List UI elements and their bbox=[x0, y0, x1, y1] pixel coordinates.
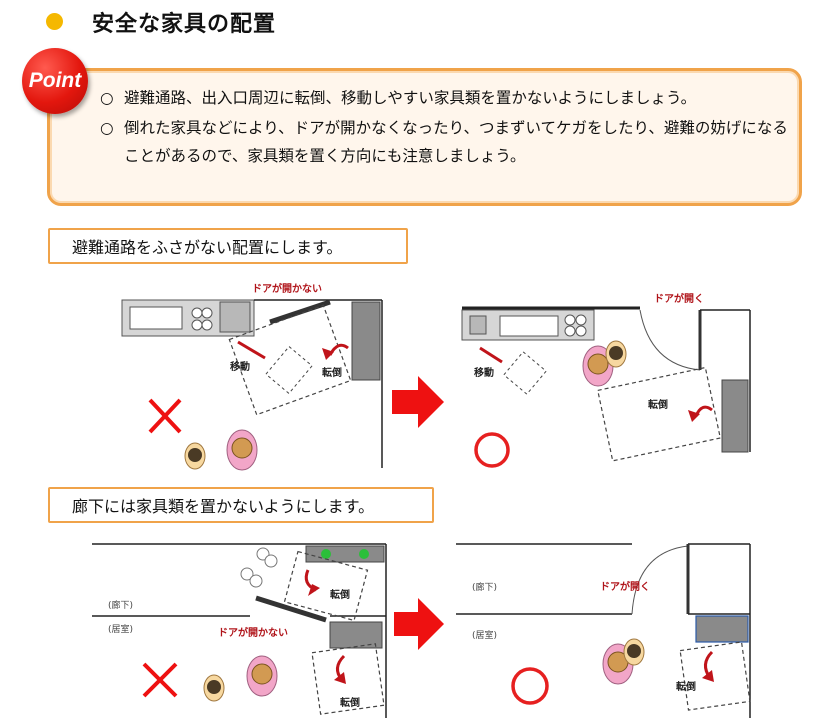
point-item: ○ 倒れた家具などにより、ドアが開かなくなったり、つまずいてケガをしたり、避難の妨… bbox=[100, 114, 790, 170]
good-layout-1: ドアが開く 移動 転倒 bbox=[461, 292, 751, 468]
circle-mark-icon: ○ bbox=[100, 119, 114, 137]
bad-layout-2: 転倒 転倒 (廊下) (居室) ドアが開かない bbox=[92, 543, 387, 718]
ok-circle-icon bbox=[511, 667, 549, 705]
room-label: (居室) bbox=[472, 629, 497, 641]
room-label: (居室) bbox=[108, 623, 133, 635]
ng-cross-icon bbox=[142, 662, 178, 698]
fallen-cabinet-outline bbox=[283, 550, 369, 622]
fall-label: 転倒 bbox=[322, 366, 342, 379]
section1-caption: 避難通路をふさがない配置にします。 bbox=[48, 228, 408, 264]
fallen-shelf-outline bbox=[597, 366, 722, 462]
fall-label: 転倒 bbox=[648, 398, 668, 411]
fall-label-bottom: 転倒 bbox=[340, 696, 360, 709]
move-arrow-icon bbox=[237, 340, 266, 360]
hallway-label: (廊下) bbox=[472, 581, 497, 593]
section1-illustration: ドアが開かない 移動 転倒 ド bbox=[121, 282, 751, 471]
ok-circle-icon bbox=[474, 432, 510, 468]
title-bullet-icon bbox=[46, 13, 63, 30]
door-label: ドアが開かない bbox=[218, 626, 288, 639]
section2-illustration: 転倒 転倒 (廊下) (居室) ドアが開かない (廊下) (居室) ドアが開く … bbox=[92, 543, 751, 718]
point-item-text: 避難通路、出入口周辺に転倒、移動しやすい家具類を置かないようにしましょう。 bbox=[124, 89, 697, 107]
fall-label: 転倒 bbox=[676, 680, 696, 693]
move-label: 移動 bbox=[230, 360, 250, 373]
circle-mark-icon: ○ bbox=[100, 89, 114, 107]
kitchen-counter bbox=[461, 309, 595, 341]
point-list: ○ 避難通路、出入口周辺に転倒、移動しやすい家具類を置かないようにしましょう。 ○… bbox=[100, 84, 790, 172]
hanger-icons bbox=[240, 547, 278, 588]
child-figure bbox=[184, 442, 206, 470]
adult-figure bbox=[246, 655, 278, 697]
good-layout-2: (廊下) (居室) ドアが開く 転倒 bbox=[456, 543, 751, 718]
section1-caption-text: 避難通路をふさがない配置にします。 bbox=[72, 238, 343, 257]
ng-cross-icon bbox=[148, 398, 182, 434]
child-figure bbox=[623, 638, 645, 666]
bad-layout-1: ドアが開かない 移動 転倒 bbox=[121, 282, 383, 471]
page-title: 安全な家具の配置 bbox=[92, 12, 277, 37]
section2-caption-text: 廊下には家具類を置かないようにします。 bbox=[72, 497, 375, 516]
transition-arrow-icon bbox=[392, 376, 444, 428]
point-item-text: 倒れた家具などにより、ドアが開かなくなったり、つまずいてケガをしたり、避難の妨げ… bbox=[124, 119, 788, 165]
point-badge: Point bbox=[22, 48, 88, 114]
door-label: ドアが開く bbox=[654, 292, 704, 305]
door-label: ドアが開く bbox=[600, 580, 650, 593]
move-label: 移動 bbox=[474, 366, 494, 379]
child-figure bbox=[605, 340, 627, 368]
door-label: ドアが開かない bbox=[252, 282, 322, 295]
adult-figure bbox=[226, 429, 258, 471]
child-figure bbox=[203, 674, 225, 702]
fall-label-top: 転倒 bbox=[330, 588, 350, 601]
point-box bbox=[47, 68, 802, 206]
section2-caption: 廊下には家具類を置かないようにします。 bbox=[48, 487, 434, 523]
kitchen-counter bbox=[121, 299, 255, 337]
transition-arrow-icon bbox=[394, 598, 444, 650]
move-arrow-icon bbox=[479, 346, 503, 364]
point-item: ○ 避難通路、出入口周辺に転倒、移動しやすい家具類を置かないようにしましょう。 bbox=[100, 84, 790, 112]
hallway-label: (廊下) bbox=[108, 599, 133, 611]
